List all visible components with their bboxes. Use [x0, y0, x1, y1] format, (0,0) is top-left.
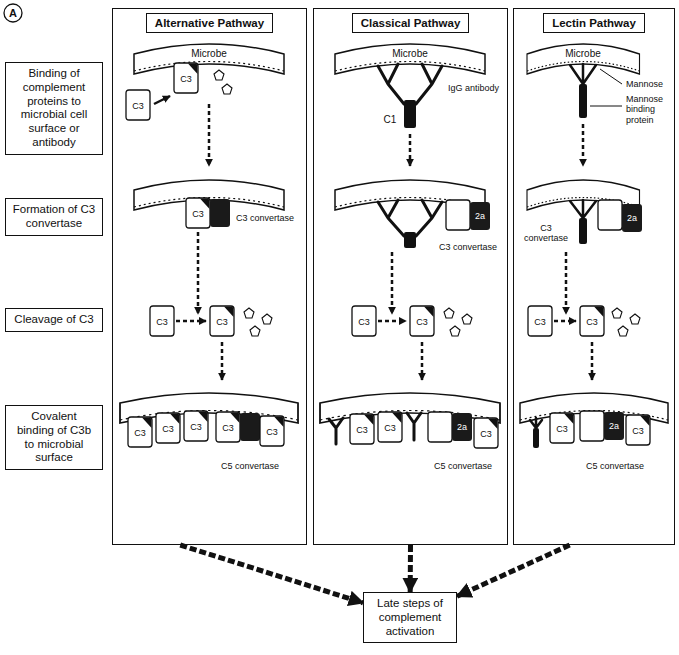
protein-mark: C3 — [556, 424, 568, 434]
protein-mark: C3 — [356, 425, 368, 435]
protein-mark: C3 — [586, 317, 598, 327]
converging-arrow — [408, 545, 413, 592]
protein-mark: C3 — [180, 74, 192, 84]
enzyme-label: C5 convertase — [585, 461, 645, 471]
protein-mark: C3 — [534, 317, 546, 327]
protein-mark: 2a — [627, 213, 637, 223]
converging-arrow — [180, 545, 363, 603]
protein-mark: 2a — [457, 422, 467, 432]
protein-mark: C3 — [384, 423, 396, 433]
enzyme-label: C3 convertase — [438, 242, 498, 252]
protein-mark: C3 — [132, 101, 144, 111]
protein-mark: C3 — [192, 209, 204, 219]
converging-arrow — [457, 545, 570, 596]
protein-mark: C3 — [156, 317, 168, 327]
protein-mark: C3 — [222, 423, 234, 433]
enzyme-label: C5 convertase — [220, 461, 280, 471]
protein-mark: C3 — [162, 424, 174, 434]
protein-mark: C3 — [266, 427, 278, 437]
outcome-box: Late steps of complement activation — [363, 592, 457, 643]
step-text: Formation of C3 convertase — [12, 203, 96, 231]
protein-mark: C3 — [632, 426, 644, 436]
protein-mark: C3 — [134, 428, 146, 438]
antibody-label: IgG antibody — [448, 83, 499, 93]
protein-mark: C3 — [358, 317, 370, 327]
step-text: Late steps of complement activation — [370, 597, 450, 638]
step-header: Covalent binding of C3b to microbial sur… — [5, 405, 103, 470]
protein-label: C1 — [384, 114, 397, 126]
enzyme-label: C3 convertase — [520, 223, 572, 244]
protein-mark: C3 — [190, 422, 202, 432]
microbe-label: Microbe — [392, 48, 428, 60]
sugar-label: Mannose — [626, 79, 663, 89]
protein-mark: 2a — [609, 421, 619, 431]
microbe-label: Microbe — [191, 48, 227, 60]
step-header: Cleavage of C3 — [5, 308, 103, 332]
step-header: Binding of complement proteins to microb… — [5, 62, 103, 155]
protein-mark: C3 — [216, 317, 228, 327]
enzyme-label: C5 convertase — [433, 461, 493, 471]
pathway-title: Classical Pathway — [352, 13, 470, 33]
protein-mark: C3 — [416, 317, 428, 327]
protein-mark: 2a — [475, 211, 485, 221]
step-text: Binding of complement proteins to microb… — [12, 67, 96, 150]
step-text: Cleavage of C3 — [12, 313, 96, 327]
step-header: Formation of C3 convertase — [5, 198, 103, 236]
panel-letter: A — [9, 7, 17, 20]
microbe-label: Microbe — [565, 48, 601, 60]
protein-mark: C3 — [480, 429, 492, 439]
pathway-title: Alternative Pathway — [146, 13, 273, 33]
step-text: Covalent binding of C3b to microbial sur… — [12, 410, 96, 465]
pathway-title: Lectin Pathway — [543, 13, 645, 33]
protein-label: Mannose binding protein — [626, 94, 672, 125]
enzyme-label: C3 convertase — [236, 213, 296, 223]
